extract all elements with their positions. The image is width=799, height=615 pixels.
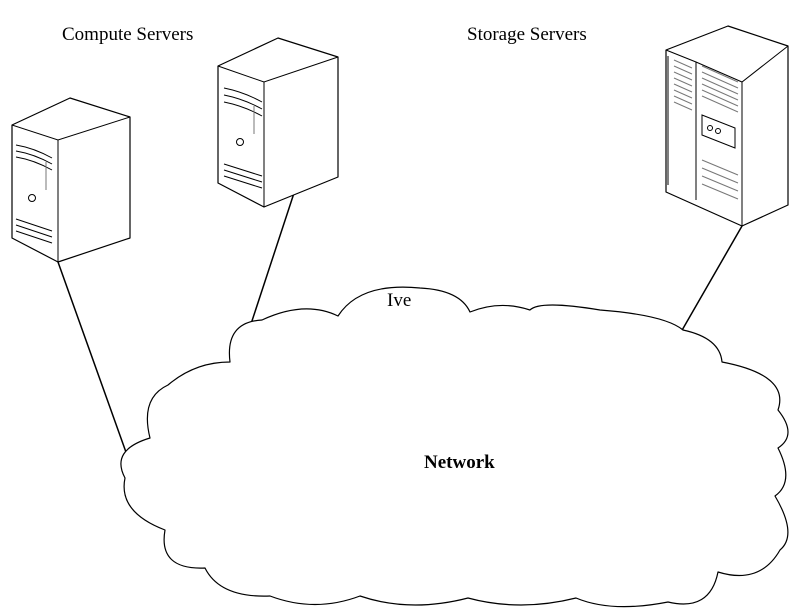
link-compute-1-network: [57, 261, 128, 456]
link-compute-2-network: [248, 186, 297, 331]
link-storage-network: [680, 225, 743, 333]
compute-server-1: [11, 97, 131, 263]
compute-server-2: [217, 37, 339, 208]
storage-servers-label: Storage Servers: [467, 24, 587, 45]
storage-server: [665, 25, 789, 227]
cloud-top-label: Ive: [387, 290, 411, 311]
network-cloud: [120, 286, 789, 608]
network-label: Network: [424, 452, 495, 473]
compute-servers-label: Compute Servers: [62, 24, 193, 45]
